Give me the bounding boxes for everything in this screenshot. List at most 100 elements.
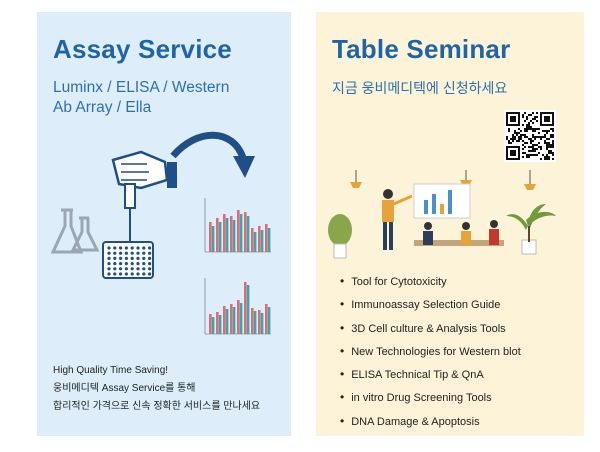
qr-module — [544, 156, 546, 158]
curved-arrow-icon — [170, 131, 247, 160]
qr-module — [546, 130, 548, 132]
topic-item[interactable]: ELISA Technical Tip & QnA — [340, 363, 521, 386]
qr-module — [550, 152, 552, 154]
qr-module — [546, 148, 548, 150]
qr-module — [530, 114, 532, 116]
well — [148, 262, 152, 266]
qr-module — [534, 118, 536, 120]
qr-module — [548, 146, 550, 148]
topic-item[interactable]: Tool for Cytotoxicity — [340, 270, 521, 293]
topic-item[interactable]: 3D Cell culture & Analysis Tools — [340, 317, 521, 340]
qr-module — [544, 130, 546, 132]
bar — [265, 224, 268, 252]
assay-service-card[interactable]: Assay Service Luminx / ELISA / Western A… — [37, 12, 291, 436]
qr-module — [524, 112, 526, 114]
palm-plant-icon — [506, 204, 556, 255]
qr-module — [520, 138, 522, 140]
qr-module — [540, 138, 542, 140]
qr-module — [522, 114, 524, 116]
qr-module — [518, 128, 520, 130]
bar — [225, 309, 229, 334]
well — [130, 267, 134, 271]
qr-module — [536, 116, 538, 118]
qr-module — [524, 136, 526, 138]
qr-module — [518, 132, 520, 134]
presenter-icon — [382, 189, 413, 250]
qr-module — [522, 134, 524, 136]
qr-module — [522, 116, 524, 118]
qr-module — [538, 146, 540, 148]
qr-module — [552, 154, 554, 156]
qr-module — [546, 154, 548, 156]
qr-module — [508, 130, 510, 132]
well — [130, 272, 134, 276]
qr-module — [526, 130, 528, 132]
qr-module — [518, 140, 520, 142]
qr-module — [540, 148, 542, 150]
qr-module — [524, 120, 526, 122]
seminar-subtitle: 지금 웅비메디텍에 신청하세요 — [332, 80, 508, 96]
qr-module — [532, 146, 534, 148]
bar — [239, 303, 243, 334]
qr-module — [516, 134, 518, 136]
qr-module — [536, 120, 538, 122]
qr-module — [524, 142, 526, 144]
qr-module — [546, 132, 548, 134]
well — [136, 251, 140, 255]
well — [124, 262, 128, 266]
qr-code[interactable] — [504, 110, 556, 162]
qr-module — [524, 130, 526, 132]
qr-module — [514, 130, 516, 132]
bar — [230, 304, 233, 334]
gloved-hand-icon — [111, 150, 177, 242]
assay-subtitle-line2: Ab Array / Ella — [53, 99, 152, 116]
topic-item[interactable]: New Technologies for Western blot — [340, 340, 521, 363]
topic-item[interactable]: in vitro Drug Screening Tools — [340, 386, 521, 409]
presentation-screen — [413, 183, 471, 219]
qr-module — [550, 136, 552, 138]
qr-module — [520, 136, 522, 138]
well — [107, 256, 111, 260]
well — [113, 267, 117, 271]
qr-module — [536, 136, 538, 138]
well — [130, 262, 134, 266]
qr-module — [548, 156, 550, 158]
qr-module — [532, 154, 534, 156]
qr-module — [514, 136, 516, 138]
qr-module — [536, 154, 538, 156]
qr-module — [528, 126, 530, 128]
bar — [267, 228, 271, 252]
qr-module — [546, 138, 548, 140]
qr-module — [508, 128, 510, 130]
bar — [253, 232, 257, 252]
bar — [218, 315, 222, 334]
qr-module — [520, 130, 522, 132]
qr-module — [532, 140, 534, 142]
bar — [246, 285, 250, 334]
bar — [244, 282, 247, 334]
qr-module — [530, 138, 532, 140]
topic-item[interactable]: Immunoassay Selection Guide — [340, 293, 521, 316]
well — [119, 262, 123, 266]
qr-module — [536, 148, 538, 150]
well — [148, 272, 152, 276]
qr-module — [548, 142, 550, 144]
qr-module — [530, 150, 532, 152]
well — [136, 256, 140, 260]
qr-module — [532, 122, 534, 124]
qr-module — [526, 124, 528, 126]
qr-module — [534, 130, 536, 132]
table-seminar-card[interactable]: Table Seminar 지금 웅비메디텍에 신청하세요 — [316, 12, 584, 436]
qr-module — [534, 150, 536, 152]
topic-item[interactable]: DNA Damage & Apoptosis — [340, 410, 521, 433]
well — [124, 251, 128, 255]
qr-module — [506, 138, 508, 140]
bar — [244, 212, 247, 252]
well — [142, 262, 146, 266]
qr-module — [542, 136, 544, 138]
well — [119, 256, 123, 260]
qr-module — [550, 146, 552, 148]
qr-module — [552, 152, 554, 154]
seminar-illustration — [328, 170, 556, 259]
seminar-topic-list: Tool for Cytotoxicity Immunoassay Select… — [340, 270, 521, 433]
